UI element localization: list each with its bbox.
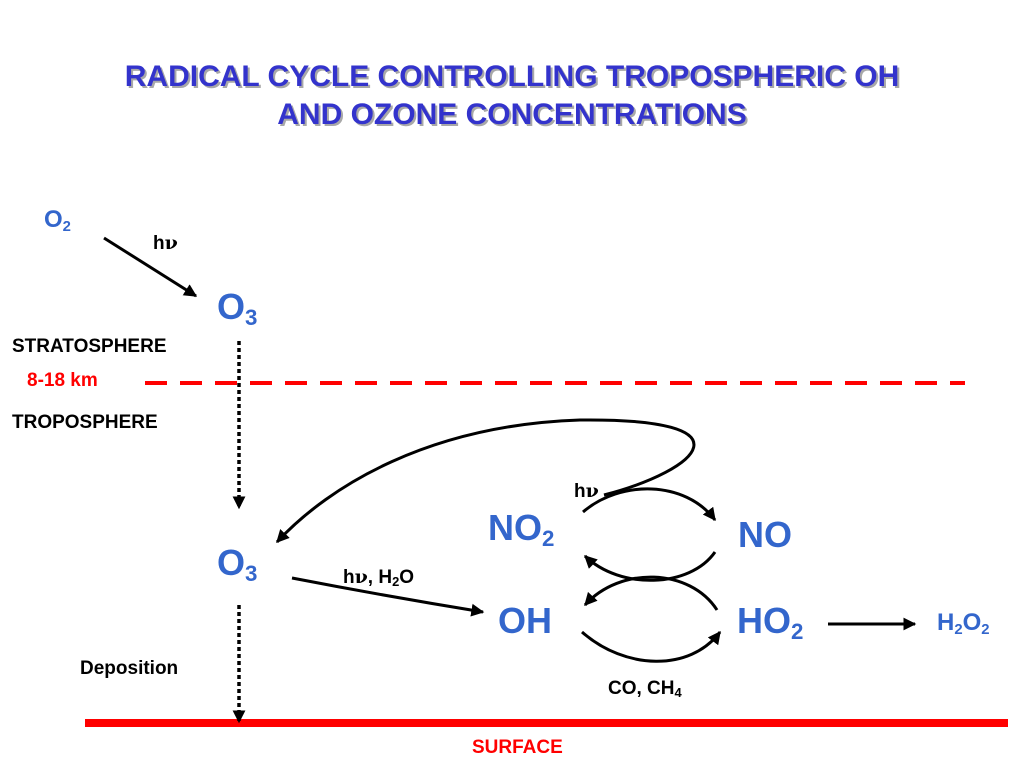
arrow-ho2-to-oh: [583, 575, 719, 611]
page-title: RADICAL CYCLE CONTROLLING TROPOSPHERIC O…: [0, 58, 1024, 134]
arrow-no-to-no2: [583, 551, 717, 582]
label-deposition: Deposition: [80, 658, 179, 679]
label-hv-no2-photolysis: hν: [574, 480, 599, 502]
label-co-ch4: CO, CH4: [608, 678, 682, 701]
label-hv-o2-photolysis: hν: [153, 232, 178, 254]
label-tropopause-height: 8-18 km: [27, 370, 98, 391]
arrow-no2-to-no: [582, 487, 717, 522]
label-hv-h2o: hν, H2O: [343, 566, 415, 590]
arrow-oh-to-ho2: [581, 630, 722, 663]
species-ho2: HO2: [737, 600, 804, 645]
species-oh: OH: [498, 600, 552, 641]
species-h2o2: H2O2: [937, 609, 990, 639]
label-stratosphere: STRATOSPHERE: [12, 336, 167, 357]
title-line-2: AND OZONE CONCENTRATIONS: [277, 98, 747, 131]
arrow-no2-photolysis-to-o3: [275, 418, 696, 544]
species-no2: NO2: [488, 507, 555, 552]
species-no: NO: [738, 514, 792, 555]
species-o3-stratospheric: O3: [217, 286, 258, 331]
arrow-o3-to-oh: [291, 576, 485, 617]
species-o2: O2: [44, 206, 71, 236]
title-line-1: RADICAL CYCLE CONTROLLING TROPOSPHERIC O…: [124, 60, 900, 93]
label-troposphere: TROPOSPHERE: [12, 412, 158, 433]
label-surface: SURFACE: [472, 737, 563, 758]
arrow-o2-to-o3: [103, 236, 198, 298]
species-o3-tropospheric: O3: [217, 542, 258, 587]
